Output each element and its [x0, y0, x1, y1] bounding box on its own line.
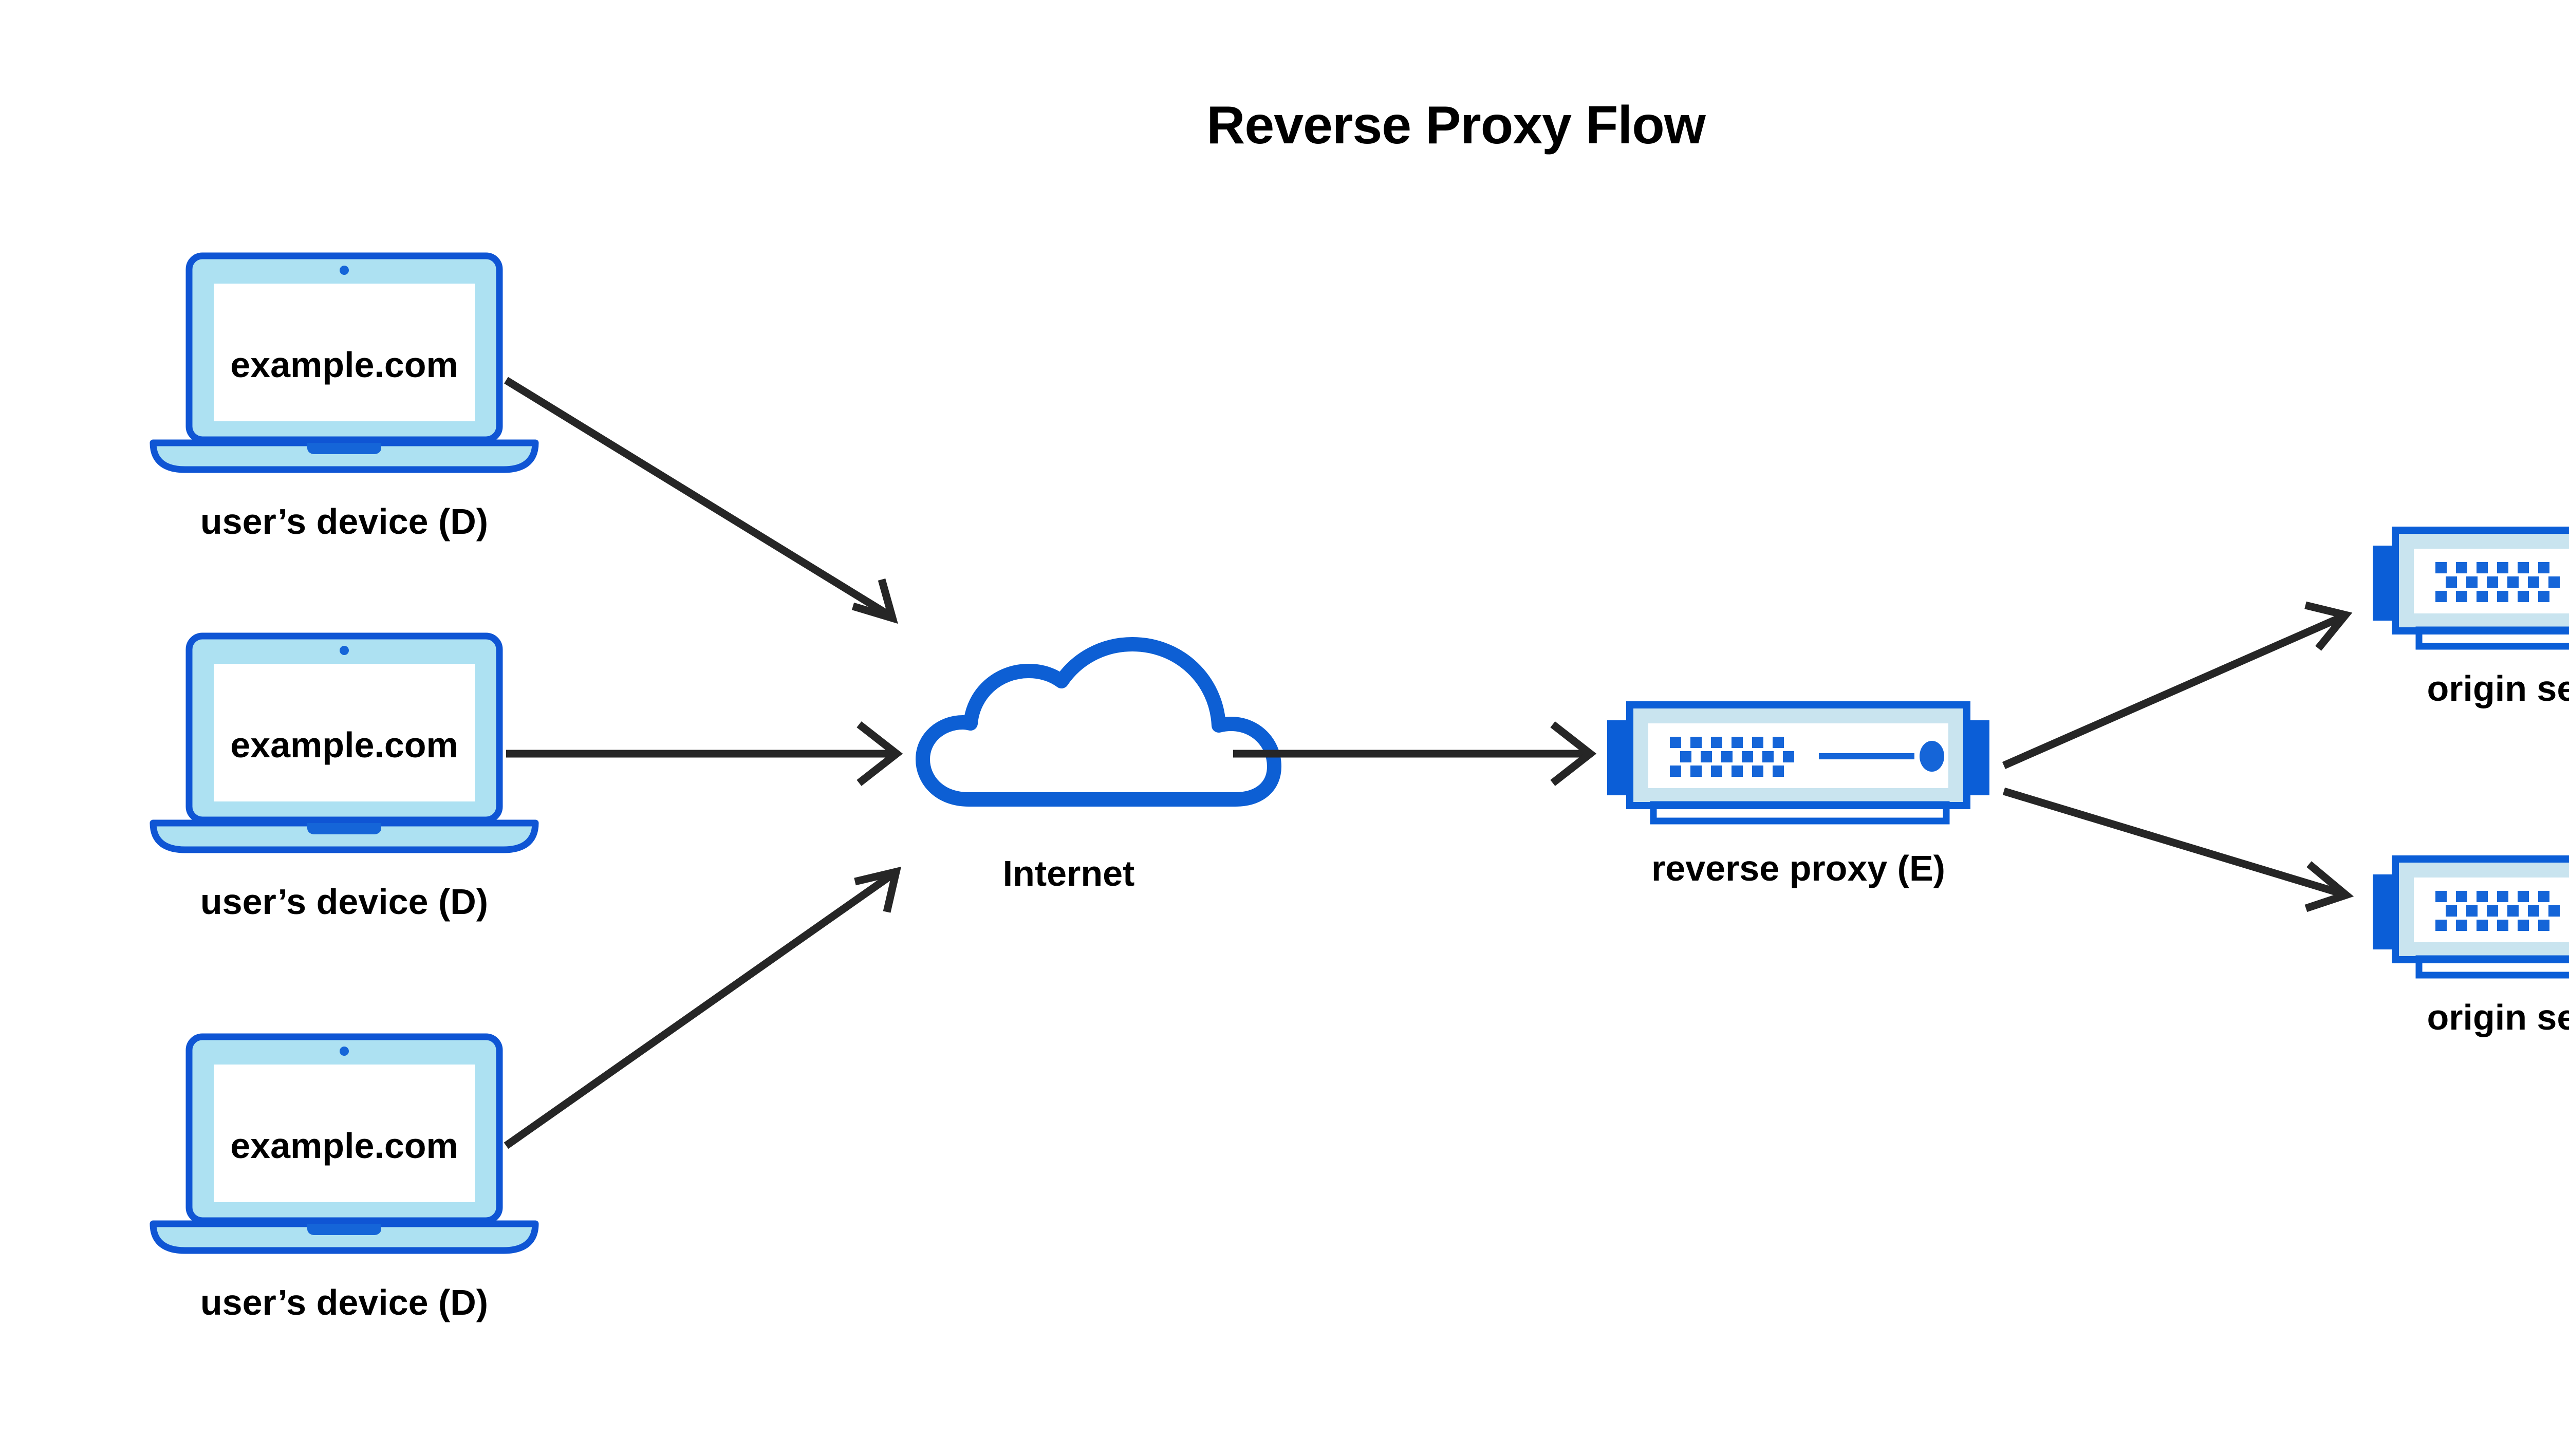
arrow-internet-to-reverse-proxy: [1233, 721, 1597, 786]
arrow-device-bottom-to-internet: [504, 866, 902, 1149]
screen-text-device-top: example.com: [230, 345, 458, 385]
arrow-reverse-proxy-to-origin-top: [2002, 601, 2353, 769]
label-origin-bottom: origin server (F): [2427, 997, 2569, 1037]
arrow-device-middle-to-internet: [506, 721, 903, 786]
label-device-top: user’s device (D): [200, 501, 489, 542]
arrow-reverse-proxy-to-origin-bottom: [2002, 787, 2354, 912]
page-title: Reverse Proxy Flow: [1206, 96, 1705, 155]
arrow-device-top-to-internet: [504, 377, 898, 624]
label-reverse-proxy: reverse proxy (E): [1651, 848, 1945, 888]
cloud-icon: [923, 644, 1274, 799]
label-origin-top: origin server (F): [2427, 668, 2569, 708]
label-device-bottom: user’s device (D): [200, 1282, 489, 1322]
server-icon-origin-bottom: [2373, 859, 2569, 975]
server-icon-origin-top: [2373, 530, 2569, 646]
server-icon-reverse-proxy: [1607, 705, 1989, 821]
screen-text-device-bottom: example.com: [230, 1126, 458, 1166]
label-internet: Internet: [1002, 853, 1135, 893]
screen-text-device-middle: example.com: [230, 725, 458, 765]
label-device-middle: user’s device (D): [200, 882, 489, 922]
